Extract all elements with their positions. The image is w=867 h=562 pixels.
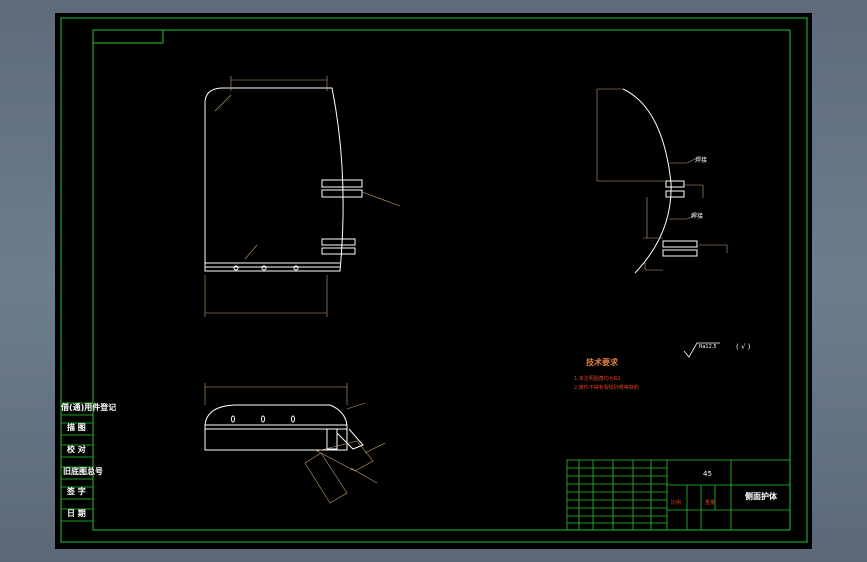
weld-label-2: 焊接 <box>691 213 704 220</box>
outer-frame <box>60 17 808 543</box>
weld-label-1: 焊接 <box>695 157 708 164</box>
inner-frame <box>92 29 791 531</box>
scale-label: 比例 <box>671 500 682 506</box>
front-dimensions <box>204 76 401 317</box>
side-table <box>60 402 94 522</box>
top-dimensions <box>204 383 386 504</box>
code-box <box>92 29 164 44</box>
side-row-5: 签 字 <box>67 487 86 496</box>
side-row-2: 描 图 <box>67 423 86 432</box>
side-row-1: 借(通)用件登记 <box>61 403 117 412</box>
material-label: 45 <box>703 470 712 478</box>
part-name: 侧面护体 <box>745 492 777 501</box>
tech-req-item-2: 2.铸件不得有裂纹砂眼等缺陷 <box>574 385 639 391</box>
side-row-4: 旧底图总号 <box>63 467 103 476</box>
side-dimensions <box>596 88 728 271</box>
roughness-paren: ( √ ) <box>736 343 751 351</box>
tech-req-title: 技术要求 <box>586 358 618 367</box>
front-view <box>204 87 363 272</box>
side-row-3: 校 对 <box>67 445 86 454</box>
title-block <box>566 459 791 531</box>
cad-drawing[interactable] <box>55 13 812 549</box>
drawing-sheet[interactable]: 借(通)用件登记 描 图 校 对 旧底图总号 签 字 日 期 技术要求 1.未注… <box>55 13 812 549</box>
tech-req-item-1: 1.未注明圆角均为R2 <box>574 376 621 382</box>
weight-label: 重量 <box>705 500 716 506</box>
roughness-symbol <box>683 342 720 358</box>
side-view <box>622 88 698 274</box>
side-row-6: 日 期 <box>67 509 86 518</box>
top-view <box>204 404 364 451</box>
roughness-value: Ra12.5 <box>699 344 717 350</box>
